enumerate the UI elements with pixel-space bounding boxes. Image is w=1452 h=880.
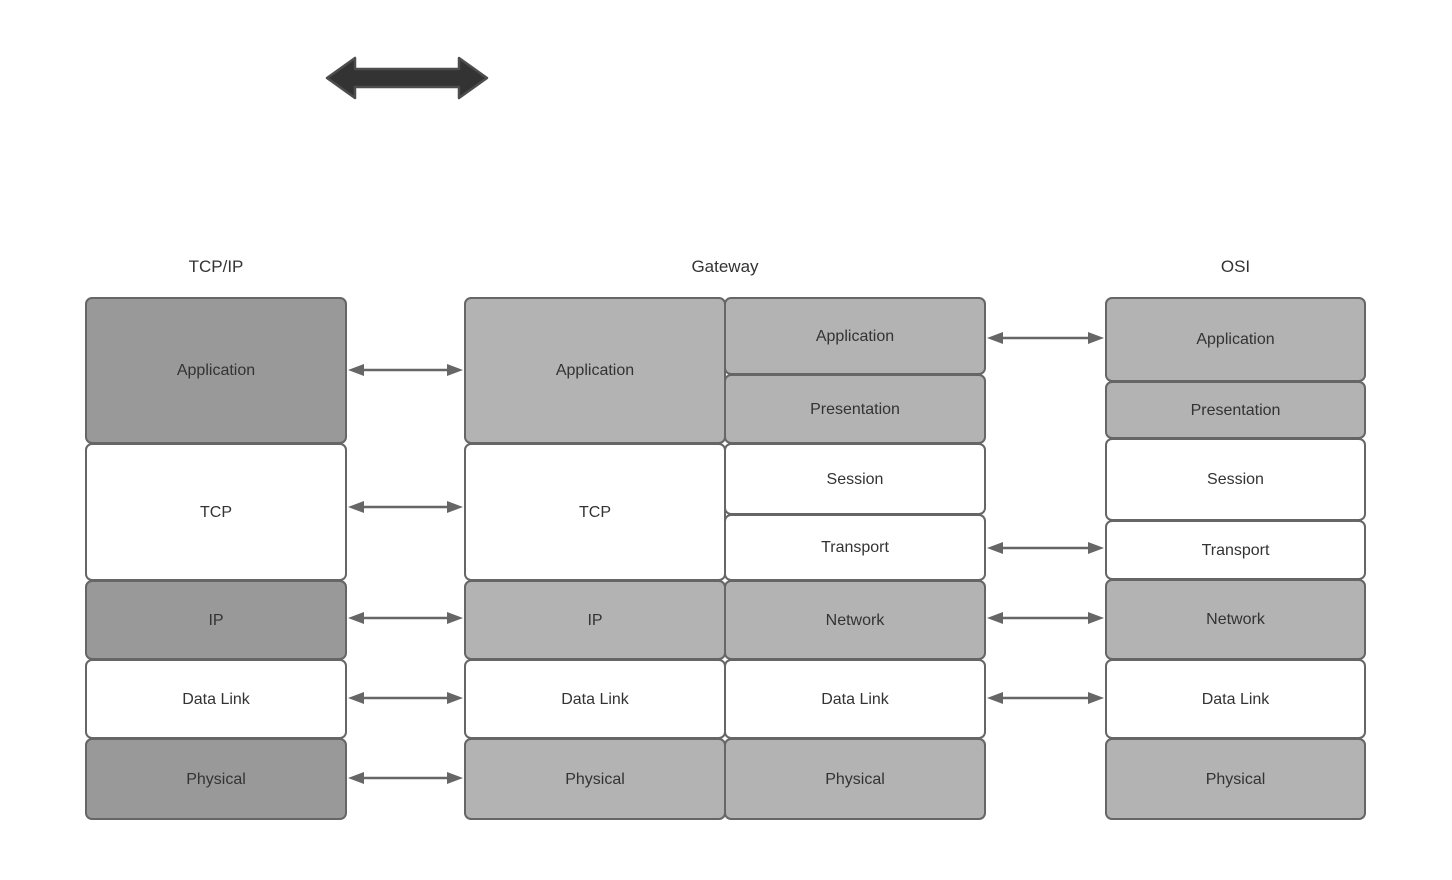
- gateway-right-layer-application[interactable]: Application: [724, 297, 986, 375]
- connector-tcpip-gateway-physical: [347, 768, 464, 788]
- gateway-left-layer-ip[interactable]: IP: [464, 580, 726, 660]
- connector-gateway-osi-network: [986, 608, 1105, 628]
- column-title-gateway: Gateway: [691, 257, 759, 276]
- gateway-left-layer-physical[interactable]: Physical: [464, 738, 726, 820]
- osi-layer-network[interactable]: Network: [1105, 579, 1366, 660]
- osi-layer-session[interactable]: Session: [1105, 438, 1366, 521]
- gateway-right-layer-physical[interactable]: Physical: [724, 738, 986, 820]
- tcpip-layer-ip[interactable]: IP: [85, 580, 347, 660]
- connector-gateway-osi-transport: [986, 538, 1105, 558]
- gateway-right-layer-presentation[interactable]: Presentation: [724, 374, 986, 444]
- gateway-left-layer-application[interactable]: Application: [464, 297, 726, 444]
- connector-tcpip-gateway-data-link: [347, 688, 464, 708]
- gateway-left-layer-data-link[interactable]: Data Link: [464, 659, 726, 739]
- gateway-right-layer-network[interactable]: Network: [724, 580, 986, 660]
- gateway-right-layer-data-link[interactable]: Data Link: [724, 659, 986, 739]
- connector-gateway-osi-application: [986, 328, 1105, 348]
- tcpip-layer-tcp[interactable]: TCP: [85, 443, 347, 581]
- osi-layer-application[interactable]: Application: [1105, 297, 1366, 382]
- column-title-tcpip: TCP/IP: [188, 257, 244, 276]
- gateway-left-layer-tcp[interactable]: TCP: [464, 443, 726, 581]
- connector-tcpip-gateway-application: [347, 360, 464, 380]
- gateway-right-layer-session[interactable]: Session: [724, 443, 986, 515]
- connector-gateway-osi-data-link: [986, 688, 1105, 708]
- osi-layer-transport[interactable]: Transport: [1105, 520, 1366, 580]
- gateway-right-layer-transport[interactable]: Transport: [724, 514, 986, 581]
- tcpip-layer-physical[interactable]: Physical: [85, 738, 347, 820]
- connector-tcpip-gateway-tcp: [347, 497, 464, 517]
- osi-layer-presentation[interactable]: Presentation: [1105, 381, 1366, 439]
- tcpip-layer-application[interactable]: Application: [85, 297, 347, 444]
- tcpip-layer-data-link[interactable]: Data Link: [85, 659, 347, 739]
- osi-layer-physical[interactable]: Physical: [1105, 738, 1366, 820]
- bidirectional-flow-arrow: [325, 55, 489, 101]
- connector-tcpip-gateway-ip: [347, 608, 464, 628]
- osi-layer-data-link[interactable]: Data Link: [1105, 659, 1366, 739]
- column-title-osi: OSI: [1220, 257, 1251, 276]
